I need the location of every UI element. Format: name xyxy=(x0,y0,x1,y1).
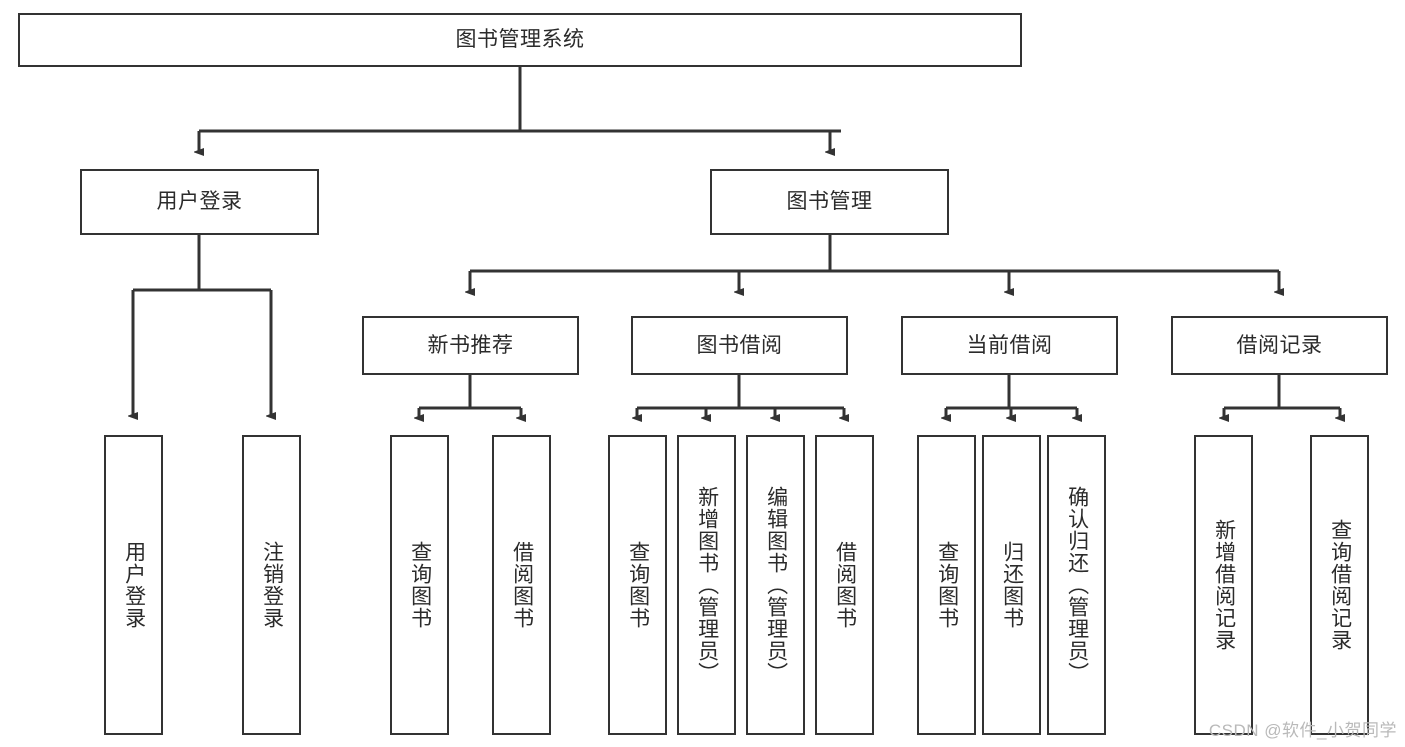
node-leaf-user-login-label: 用户登录 xyxy=(122,541,146,629)
node-leaf-borrow-book-1-label: 借阅图书 xyxy=(510,541,534,629)
node-leaf-return-book-label: 归还图书 xyxy=(1000,541,1024,629)
node-user-login-label: 用户登录 xyxy=(156,190,243,214)
node-book-manage-label: 图书管理 xyxy=(786,190,873,214)
node-leaf-query-book-2-label: 查询图书 xyxy=(626,541,650,629)
node-new-book-recommend-label: 新书推荐 xyxy=(427,333,514,357)
node-leaf-query-book-3-label: 查询图书 xyxy=(935,541,959,629)
node-leaf-edit-book[interactable]: 编辑图书（管理员） xyxy=(746,435,805,735)
node-book-manage[interactable]: 图书管理 xyxy=(710,169,949,235)
node-book-borrow[interactable]: 图书借阅 xyxy=(631,316,848,375)
node-current-borrow[interactable]: 当前借阅 xyxy=(901,316,1118,375)
node-leaf-query-record-label: 查询借阅记录 xyxy=(1328,519,1352,651)
node-leaf-add-book[interactable]: 新增图书（管理员） xyxy=(677,435,736,735)
node-leaf-user-logout-label: 注销登录 xyxy=(260,541,284,629)
node-leaf-confirm-return[interactable]: 确认归还（管理员） xyxy=(1047,435,1106,735)
node-leaf-query-book-2[interactable]: 查询图书 xyxy=(608,435,667,735)
node-leaf-confirm-return-label: 确认归还（管理员） xyxy=(1065,486,1089,684)
node-leaf-borrow-book-1[interactable]: 借阅图书 xyxy=(492,435,551,735)
node-leaf-add-book-label: 新增图书（管理员） xyxy=(695,486,719,684)
node-leaf-user-logout[interactable]: 注销登录 xyxy=(242,435,301,735)
node-borrow-record-label: 借阅记录 xyxy=(1236,333,1323,357)
node-new-book-recommend[interactable]: 新书推荐 xyxy=(362,316,579,375)
node-book-borrow-label: 图书借阅 xyxy=(696,333,783,357)
node-current-borrow-label: 当前借阅 xyxy=(966,333,1053,357)
node-borrow-record[interactable]: 借阅记录 xyxy=(1171,316,1388,375)
node-leaf-query-book-1-label: 查询图书 xyxy=(408,541,432,629)
node-leaf-borrow-book-2[interactable]: 借阅图书 xyxy=(815,435,874,735)
node-leaf-borrow-book-2-label: 借阅图书 xyxy=(833,541,857,629)
node-leaf-query-record[interactable]: 查询借阅记录 xyxy=(1310,435,1369,735)
node-leaf-add-record-label: 新增借阅记录 xyxy=(1212,519,1236,651)
node-leaf-add-record[interactable]: 新增借阅记录 xyxy=(1194,435,1253,735)
node-leaf-query-book-3[interactable]: 查询图书 xyxy=(917,435,976,735)
node-user-login[interactable]: 用户登录 xyxy=(80,169,319,235)
node-root-system[interactable]: 图书管理系统 xyxy=(18,13,1022,67)
watermark-text: CSDN @软件_小贺同学 xyxy=(1208,721,1397,740)
node-leaf-return-book[interactable]: 归还图书 xyxy=(982,435,1041,735)
node-root-system-label: 图书管理系统 xyxy=(455,28,585,52)
node-leaf-edit-book-label: 编辑图书（管理员） xyxy=(764,486,788,684)
node-leaf-query-book-1[interactable]: 查询图书 xyxy=(390,435,449,735)
node-leaf-user-login[interactable]: 用户登录 xyxy=(104,435,163,735)
